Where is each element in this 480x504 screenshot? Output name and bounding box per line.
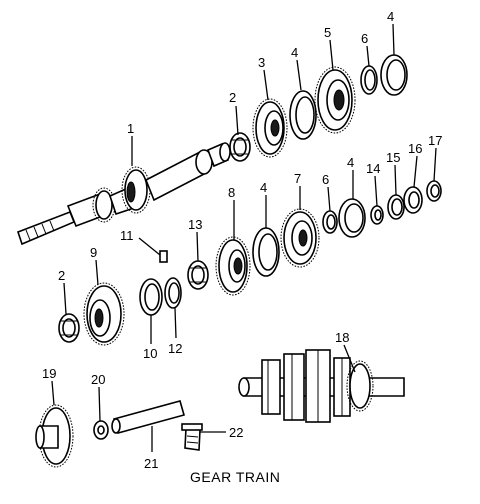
- callout-7: 7: [294, 171, 301, 186]
- part-10-ring: [139, 278, 163, 316]
- callout-11: 11: [120, 228, 134, 243]
- callout-6-upper: 6: [361, 31, 368, 46]
- part-14-washer: [370, 205, 384, 225]
- part-4-ring-b: [380, 54, 408, 96]
- callout-4-b: 4: [387, 9, 394, 24]
- callout-20: 20: [91, 372, 105, 387]
- part-4-ring-d: [338, 198, 366, 238]
- diagram-caption: GEAR TRAIN: [190, 469, 280, 485]
- callout-21: 21: [144, 456, 158, 471]
- callout-3: 3: [258, 55, 265, 70]
- callout-4-d: 4: [347, 155, 354, 170]
- part-2-needle-bearing-lower: [58, 313, 80, 343]
- callout-4-a: 4: [291, 45, 298, 60]
- part-4-ring-c: [252, 227, 280, 277]
- callout-4-c: 4: [260, 180, 267, 195]
- part-4-ring-a: [289, 90, 317, 140]
- part-9-gear: [83, 282, 125, 346]
- callout-22: 22: [229, 425, 243, 440]
- part-2-needle-bearing-upper: [229, 132, 251, 162]
- part-19-reverse-gear: [35, 404, 74, 468]
- callout-5: 5: [324, 25, 331, 40]
- callout-18: 18: [335, 330, 349, 345]
- part-7-synchro-hub: [280, 208, 320, 268]
- callout-13: 13: [188, 217, 202, 232]
- part-21-idler-shaft: [111, 400, 185, 434]
- part-20-washer: [93, 420, 109, 440]
- part-18-countershaft: [238, 349, 405, 423]
- callout-8: 8: [228, 185, 235, 200]
- callout-19: 19: [42, 366, 56, 381]
- part-5-synchro-hub: [314, 66, 356, 134]
- callout-1: 1: [127, 121, 134, 136]
- leader-lines: [51, 23, 437, 452]
- callout-10: 10: [143, 346, 157, 361]
- callout-12: 12: [168, 341, 182, 356]
- callout-17: 17: [428, 133, 442, 148]
- callout-2-lower: 2: [58, 268, 65, 283]
- part-15-ring: [387, 194, 405, 220]
- callout-6-middle: 6: [322, 172, 329, 187]
- part-22-bolt: [181, 423, 203, 451]
- part-6-snap-ring-middle: [322, 210, 338, 234]
- callout-9: 9: [90, 245, 97, 260]
- part-1-main-shaft: [16, 142, 231, 246]
- part-8-gear: [215, 236, 251, 296]
- callout-15: 15: [386, 150, 400, 165]
- part-6-snap-ring-upper: [360, 65, 378, 95]
- part-3-gear: [252, 98, 288, 158]
- callout-16: 16: [408, 141, 422, 156]
- callout-14: 14: [366, 161, 380, 176]
- part-17-snap-ring: [426, 180, 442, 202]
- part-11-key: [159, 250, 168, 263]
- callout-labels: 1 2 3 4 5 6 4 4 7 6 4 14 15 16 17 8 13 1…: [42, 9, 442, 471]
- part-12-ring: [164, 277, 182, 309]
- part-13-needle-bearing: [187, 260, 209, 290]
- callout-2-upper: 2: [229, 90, 236, 105]
- part-16-bearing: [403, 186, 423, 214]
